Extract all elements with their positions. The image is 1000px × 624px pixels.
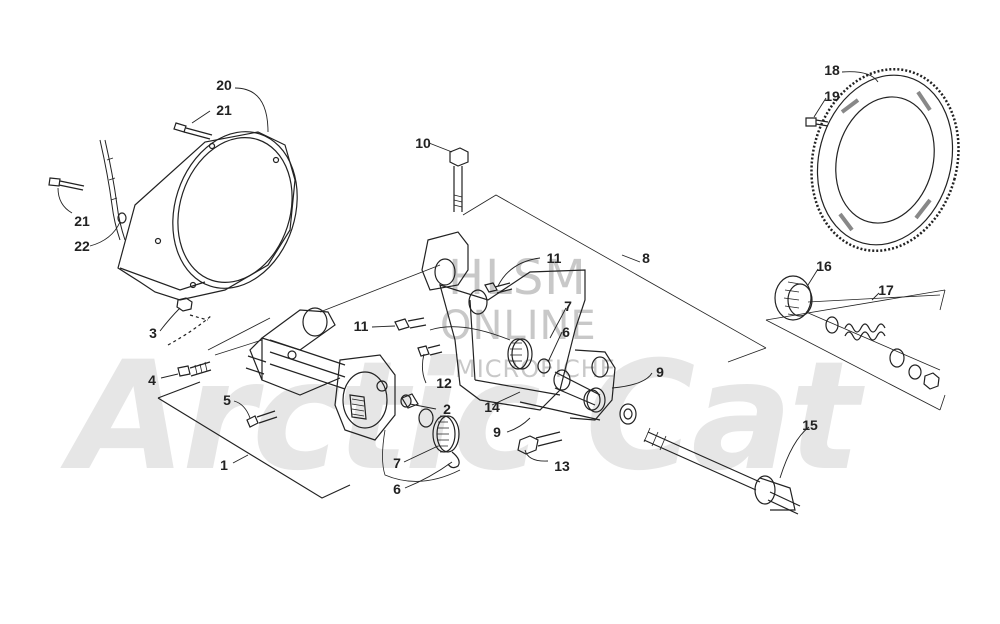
washer-9-upper [583,389,601,411]
callout-13: 13 [554,458,570,474]
bolt-21-left [48,177,85,191]
bolt-11-upper [484,282,513,294]
callout-22: 22 [74,238,90,254]
starter-motor [245,307,396,441]
gear-7-lower [432,415,460,453]
nut-3 [176,297,193,312]
callout-20: 20 [216,77,232,93]
pin-12 [417,344,443,357]
spacer-2 [401,393,419,409]
washer-9-lower [619,403,637,425]
washer-6-upper [537,358,551,374]
callout-9-lower: 9 [493,424,501,440]
pinion-16 [774,275,813,321]
callout-16: 16 [816,258,832,274]
clip-6-lower [447,451,460,469]
callout-18: 18 [824,62,840,78]
callout-6-lower: 6 [393,481,401,497]
callout-11-upper: 11 [546,250,562,266]
callout-14: 14 [484,399,500,415]
starter-bracket-8 [421,231,616,421]
callout-6-upper: 6 [562,324,570,340]
callout-8: 8 [642,250,650,266]
bolt-13 [517,431,563,455]
callout-7-upper: 7 [564,298,572,314]
screw-19 [805,117,829,127]
callout-4: 4 [148,372,156,388]
watermark-microfiche: MICROFICHE [455,355,616,383]
bolt-21-upper [173,122,213,140]
shaft-14 [553,369,601,406]
washer-6-lower [418,408,434,428]
watermark-hlsm: HLSM [448,250,587,306]
callout-2: 2 [443,401,451,417]
callout-21-left: 21 [74,213,90,229]
callout-19: 19 [824,88,840,104]
callout-17: 17 [878,282,894,298]
watermark-online: ONLINE [440,303,597,349]
spring-kit-17 [825,316,940,390]
bolt-10 [449,147,469,212]
watermark-brand: Arctic Cat [70,330,860,504]
callout-5: 5 [223,392,231,408]
group-1-bracket [157,381,351,499]
callout-3: 3 [149,325,157,341]
gear-7-upper [507,338,533,370]
bolt-5 [246,410,278,428]
callout-7-lower: 7 [393,455,401,471]
wire-harness [99,139,121,241]
callout-15: 15 [802,417,818,433]
bolt-11-lower [394,317,427,331]
callout-9-upper: 9 [656,364,664,380]
callout-1: 1 [220,457,228,473]
callout-21-upper: 21 [216,102,232,118]
flywheel-cover [117,131,298,301]
ring-gear-18 [810,67,960,253]
callout-10: 10 [415,135,431,151]
callout-12: 12 [436,375,452,391]
drive-shaft-15 [643,427,801,515]
bolt-4 [177,361,212,377]
callout-11-lower: 11 [353,318,369,334]
washer-22 [117,212,127,224]
